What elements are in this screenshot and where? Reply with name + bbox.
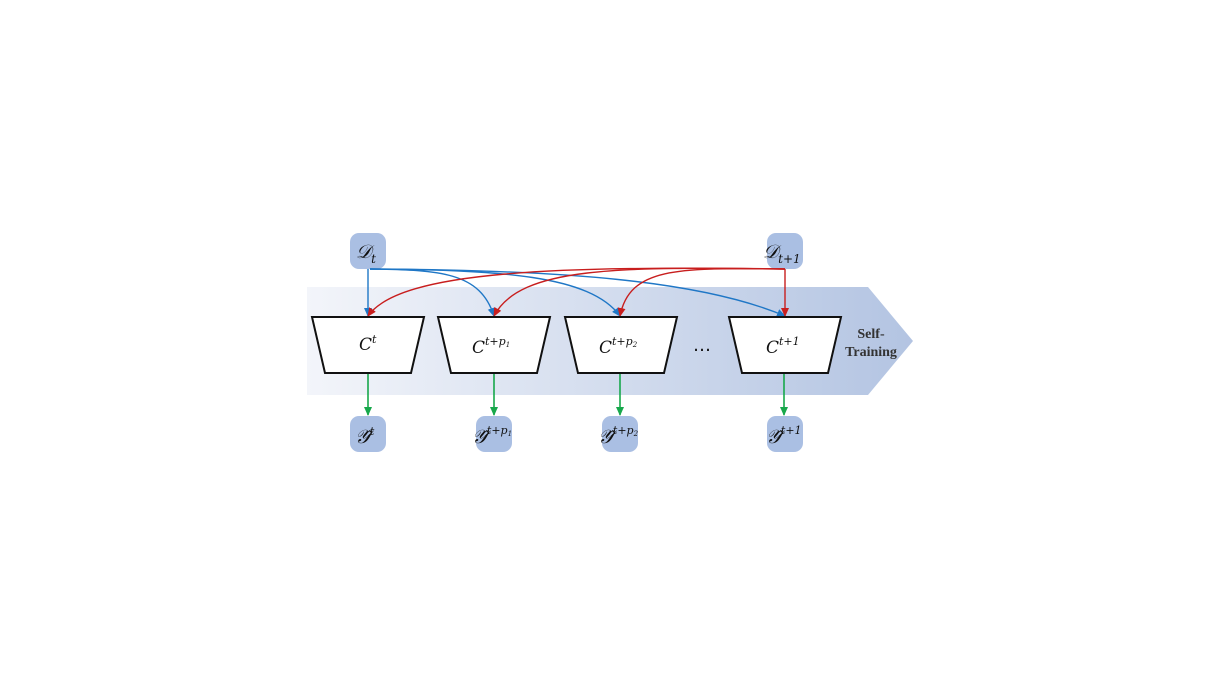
red-arrow-to-c-t xyxy=(367,267,786,317)
output-token-y-t xyxy=(350,416,386,452)
output-token-y-t1 xyxy=(767,416,803,452)
output-token-y-tp2 xyxy=(602,416,638,452)
red-arrows xyxy=(367,267,789,317)
classifier-c-tp1 xyxy=(436,316,552,374)
classifier-c-t xyxy=(310,316,426,374)
band-label-line2: Training xyxy=(845,345,897,360)
classifier-c-t-label: Ct xyxy=(359,333,377,355)
input-d-t-label: 𝒟t xyxy=(356,241,376,266)
classifier-blocks xyxy=(310,316,843,374)
classifier-c-tp2-label: Ct+p2 xyxy=(599,335,638,358)
input-token-d-t xyxy=(350,233,386,269)
ellipsis: … xyxy=(693,335,711,356)
input-d-t1-label: 𝒟t+1 xyxy=(763,241,801,266)
output-token-y-tp1 xyxy=(476,416,512,452)
classifier-c-t1-label: Ct+1 xyxy=(766,335,800,358)
classifier-c-tp2 xyxy=(563,316,679,374)
blue-arrow-to-c-t1 xyxy=(369,268,786,317)
input-token-d-t1 xyxy=(767,233,803,269)
band-label-line1: Self- xyxy=(857,327,885,342)
classifier-c-t1 xyxy=(727,316,843,374)
classifier-c-tp1-label: Ct+p1 xyxy=(472,335,510,358)
green-arrows xyxy=(364,374,788,416)
